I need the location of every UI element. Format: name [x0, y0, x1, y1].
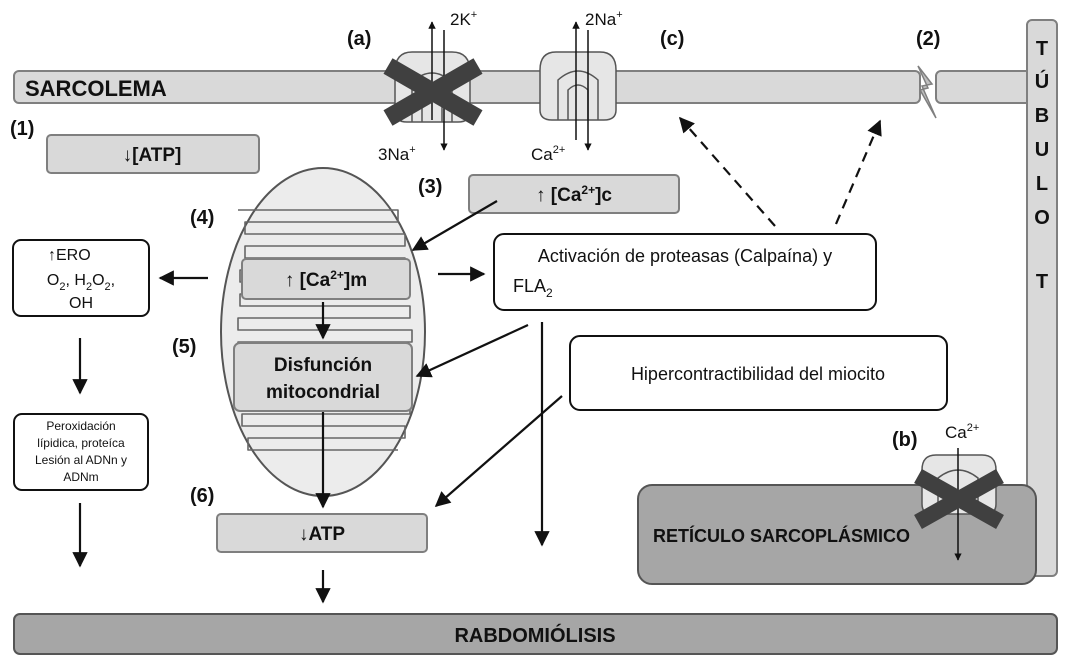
pump-a-na-k [383, 21, 483, 151]
svg-text:Hipercontractibilidad del mioc: Hipercontractibilidad del miocito [631, 364, 885, 384]
marker-a: (a) [347, 28, 371, 50]
peroxidacion-box: Peroxidación lípidica, proteíca Lesión a… [13, 413, 149, 491]
svg-text:Peroxidación: Peroxidación [46, 419, 115, 433]
ion-ca-c: Ca2+ [531, 144, 565, 164]
svg-text:mitocondrial: mitocondrial [266, 382, 380, 403]
ion-2na: 2Na+ [585, 9, 623, 29]
sarcolema-membrane: SARCOLEMA [13, 65, 1037, 119]
sarcolema-label: SARCOLEMA [25, 76, 167, 101]
ca-mito-box: ↑ [Ca2+]m [241, 258, 411, 300]
atp-mito-box: ↓ATP [216, 513, 428, 553]
svg-text:RETÍCULO SARCOPLÁSMICO: RETÍCULO SARCOPLÁSMICO [653, 525, 910, 546]
svg-text:↑ [Ca2+]m: ↑ [Ca2+]m [285, 268, 367, 291]
atp-low-box: ↓[ATP] [46, 134, 260, 174]
tubulo-letter-4: U [1035, 139, 1049, 161]
tubulo-letter-1: T [1036, 38, 1048, 60]
svg-text:↑ERO: ↑ERO [48, 247, 91, 264]
blocked-cross-icon [383, 58, 483, 126]
svg-text:↓[ATP]: ↓[ATP] [123, 145, 182, 166]
blocked-cross-icon [914, 469, 1004, 529]
svg-text:Activación de proteasas (Calpa: Activación de proteasas (Calpaína) y [538, 246, 832, 266]
ca-cytosolic-box: ↑ [Ca2+]c [468, 174, 680, 214]
svg-text:lípidica, proteíca: lípidica, proteíca [37, 436, 125, 450]
tubulo-t: T Ú B U L O T [1026, 19, 1058, 577]
svg-text:O2, H2O2,: O2, H2O2, [47, 272, 115, 293]
tubulo-letter-2: Ú [1035, 69, 1049, 93]
svg-text:FLA2: FLA2 [513, 276, 553, 300]
disfuncion-box: Disfunción mitocondrial [233, 342, 413, 412]
ion-3na: 3Na+ [378, 144, 416, 164]
rabdomiolisis-bar: RABDOMIÓLISIS [13, 613, 1058, 655]
tubulo-letter-8: T [1036, 271, 1048, 293]
marker-2: (2) [916, 28, 940, 50]
activacion-box: Activación de proteasas (Calpaína) y FLA… [493, 233, 877, 311]
svg-text:OH: OH [69, 295, 93, 312]
ion-2k: 2K+ [450, 9, 477, 29]
svg-text:Lesión al ADNn y: Lesión al ADNn y [35, 453, 127, 467]
marker-3: (3) [418, 176, 442, 198]
tubulo-letter-3: B [1035, 105, 1049, 127]
ero-box: ↑ERO O2, H2O2, OH [12, 239, 150, 317]
svg-text:RABDOMIÓLISIS: RABDOMIÓLISIS [454, 623, 615, 647]
svg-text:ADNm: ADNm [63, 470, 98, 484]
pump-c-na-ca [539, 21, 617, 151]
marker-c: (c) [660, 28, 684, 50]
tubulo-letter-6: O [1034, 207, 1050, 229]
membrane-tear-icon [917, 65, 937, 119]
marker-4: (4) [190, 207, 214, 229]
marker-6: (6) [190, 485, 214, 507]
ion-ca-b: Ca2+ [945, 422, 979, 442]
tubulo-letter-5: L [1036, 173, 1048, 195]
pump-b-ca [914, 448, 1004, 561]
marker-5: (5) [172, 336, 196, 358]
flow-arrows [72, 116, 882, 604]
marker-b: (b) [892, 429, 918, 451]
svg-text:↓ATP: ↓ATP [299, 524, 345, 545]
svg-text:↑ [Ca2+]c: ↑ [Ca2+]c [536, 183, 612, 206]
hipercontractilidad-box: Hipercontractibilidad del miocito [569, 335, 948, 411]
marker-1: (1) [10, 118, 34, 140]
svg-text:Disfunción: Disfunción [274, 355, 372, 376]
